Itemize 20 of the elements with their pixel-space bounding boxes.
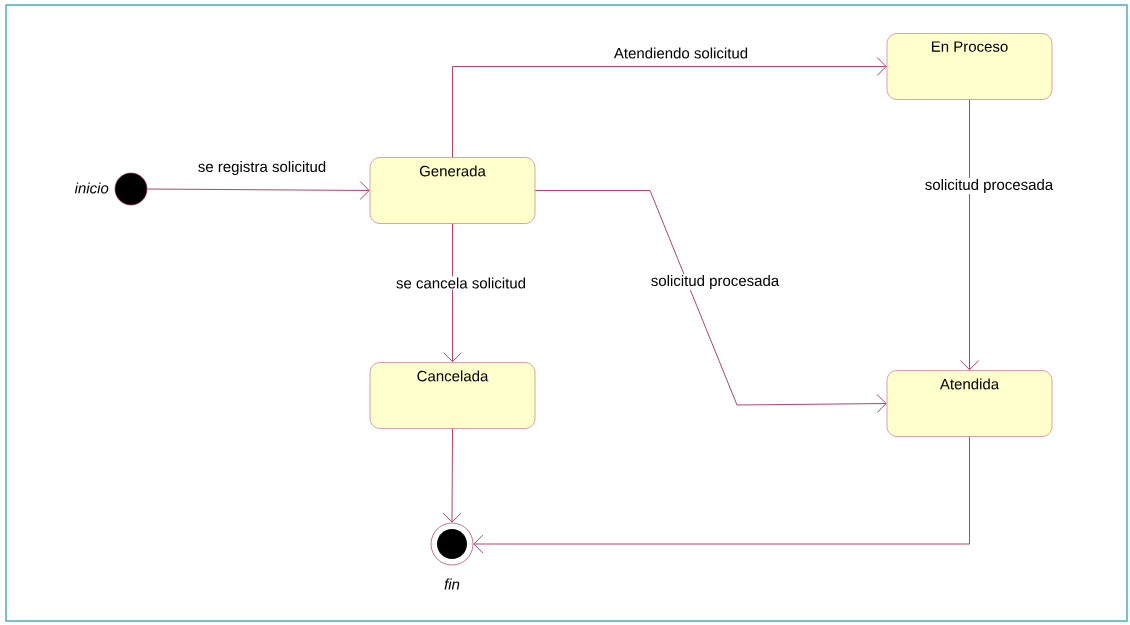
- edge-label: Atendiendo solicitud: [612, 46, 750, 60]
- arrow: [534, 190, 887, 413]
- arrow: [443, 223, 462, 363]
- arrow: [473, 436, 970, 554]
- state-box: En Proceso: [886, 33, 1053, 100]
- edge-label: se registra solicitud: [196, 160, 328, 176]
- state-box: Generada: [369, 157, 536, 224]
- arrow: [442, 428, 462, 523]
- state-box: Atendida: [886, 370, 1053, 437]
- edge-label: solicitud procesada: [923, 178, 1055, 194]
- edge-label: se cancela solicitud: [394, 276, 528, 290]
- final-state: [430, 522, 474, 566]
- initial-state: [114, 172, 148, 206]
- state-caption: fin: [444, 578, 460, 590]
- arrow: [452, 57, 887, 158]
- state-box: Cancelada: [369, 362, 536, 429]
- state-caption: inicio: [74, 182, 109, 194]
- arrow: [960, 99, 979, 371]
- arrow: [146, 181, 370, 200]
- edge-label: solicitud procesada: [649, 274, 781, 290]
